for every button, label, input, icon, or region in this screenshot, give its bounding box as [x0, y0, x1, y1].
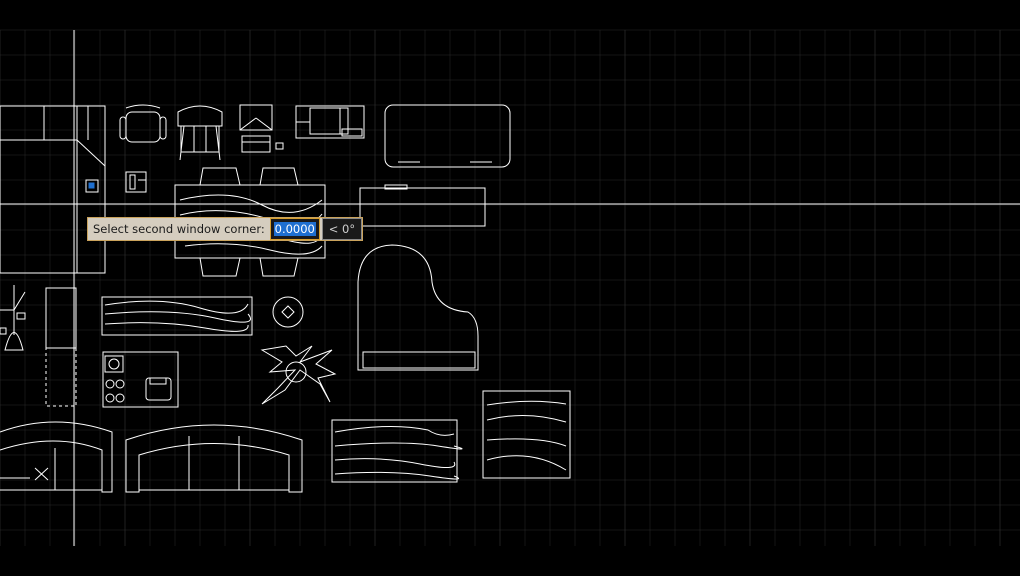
- block-computer-monitor[interactable]: [239, 104, 284, 153]
- block-sofa-bottom-left[interactable]: [0, 421, 113, 493]
- block-sofa-top-left[interactable]: [0, 105, 106, 274]
- block-telephone[interactable]: [125, 171, 147, 193]
- blue-marker[interactable]: [88, 182, 95, 189]
- grid: [0, 29, 1020, 546]
- block-wood-panel-square[interactable]: [482, 390, 571, 479]
- coordinate-value: 0.0000: [273, 222, 316, 236]
- drawing-geometry: [0, 104, 571, 493]
- block-tall-cabinet[interactable]: [45, 287, 77, 407]
- block-rounded-table[interactable]: [384, 104, 511, 168]
- block-sideboard[interactable]: [359, 184, 486, 227]
- command-prompt: Select second window corner:: [93, 222, 265, 236]
- block-tv-desk[interactable]: [295, 105, 365, 139]
- block-grand-piano[interactable]: [357, 244, 479, 371]
- block-kitchen-range[interactable]: [102, 351, 179, 408]
- dynamic-input-tooltip: Select second window corner: 0.0000 < 0°: [87, 217, 364, 241]
- block-armchair[interactable]: [177, 105, 223, 161]
- block-plant[interactable]: [260, 345, 337, 405]
- block-wood-panel-small[interactable]: [101, 296, 253, 336]
- block-floor-lamp[interactable]: [0, 285, 26, 351]
- block-sofa-bottom-center[interactable]: [125, 424, 303, 493]
- block-office-chair[interactable]: [119, 104, 167, 143]
- block-wood-panel-wide[interactable]: [331, 419, 463, 483]
- angle-readout: < 0°: [321, 218, 363, 240]
- block-round-fixture[interactable]: [272, 296, 304, 328]
- coordinate-input[interactable]: 0.0000: [269, 218, 320, 240]
- crosshair-cursor: [0, 30, 1020, 546]
